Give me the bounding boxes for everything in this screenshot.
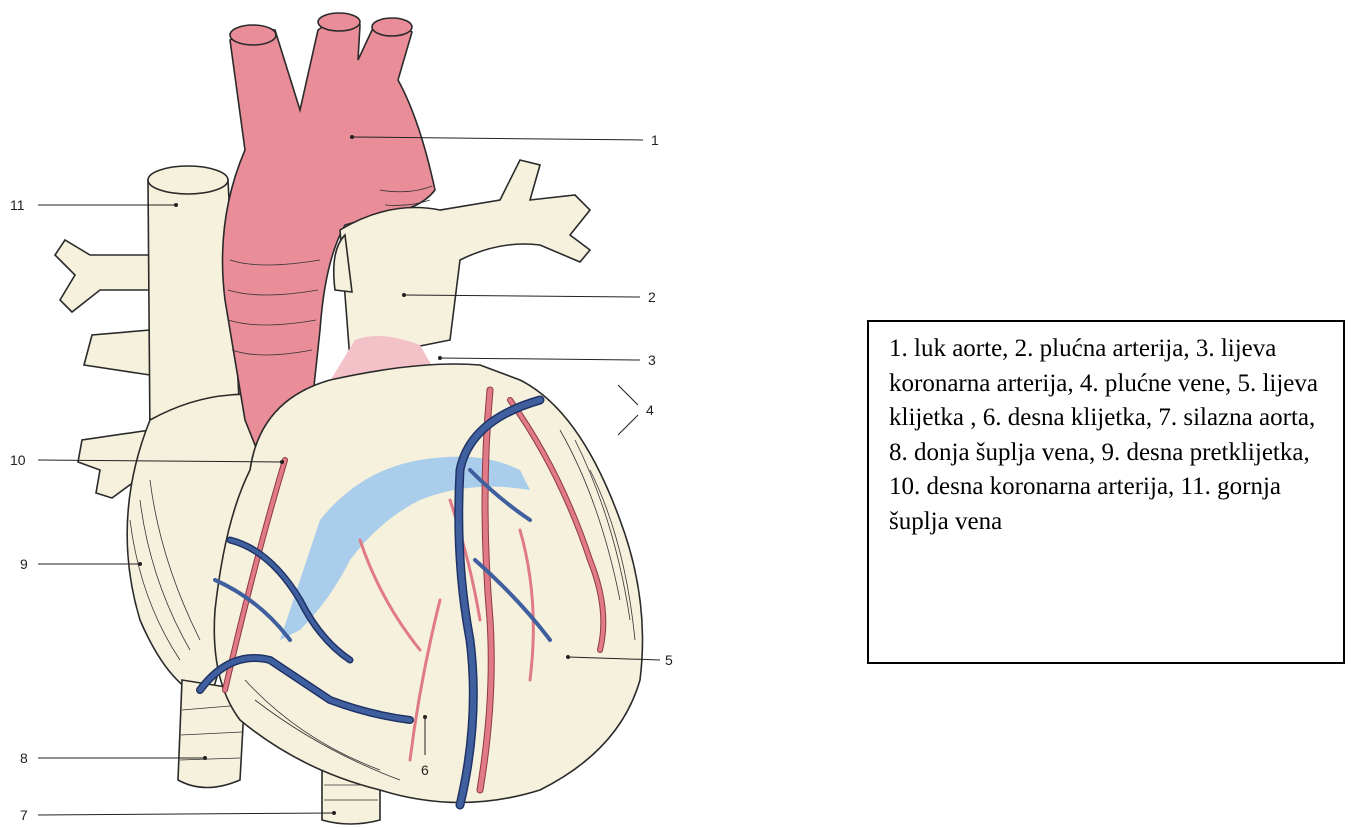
label-3: 3 bbox=[648, 352, 656, 368]
ventricles bbox=[214, 364, 642, 803]
label-10: 10 bbox=[10, 452, 26, 468]
heart-anatomy-diagram: 1 2 3 4 5 6 7 8 9 10 11 bbox=[0, 0, 760, 828]
label-6: 6 bbox=[421, 762, 429, 778]
legend-text: 1. luk aorte, 2. plućna arterija, 3. lij… bbox=[889, 335, 1318, 535]
label-2: 2 bbox=[648, 289, 656, 305]
label-5: 5 bbox=[665, 652, 673, 668]
legend-box: 1. luk aorte, 2. plućna arterija, 3. lij… bbox=[867, 320, 1345, 664]
label-11: 11 bbox=[10, 197, 25, 213]
pulmonary-veins-left bbox=[55, 240, 150, 498]
label-7: 7 bbox=[20, 807, 28, 823]
label-9: 9 bbox=[20, 556, 28, 572]
label-4: 4 bbox=[646, 402, 654, 418]
label-1: 1 bbox=[651, 132, 659, 148]
label-8: 8 bbox=[20, 750, 28, 766]
